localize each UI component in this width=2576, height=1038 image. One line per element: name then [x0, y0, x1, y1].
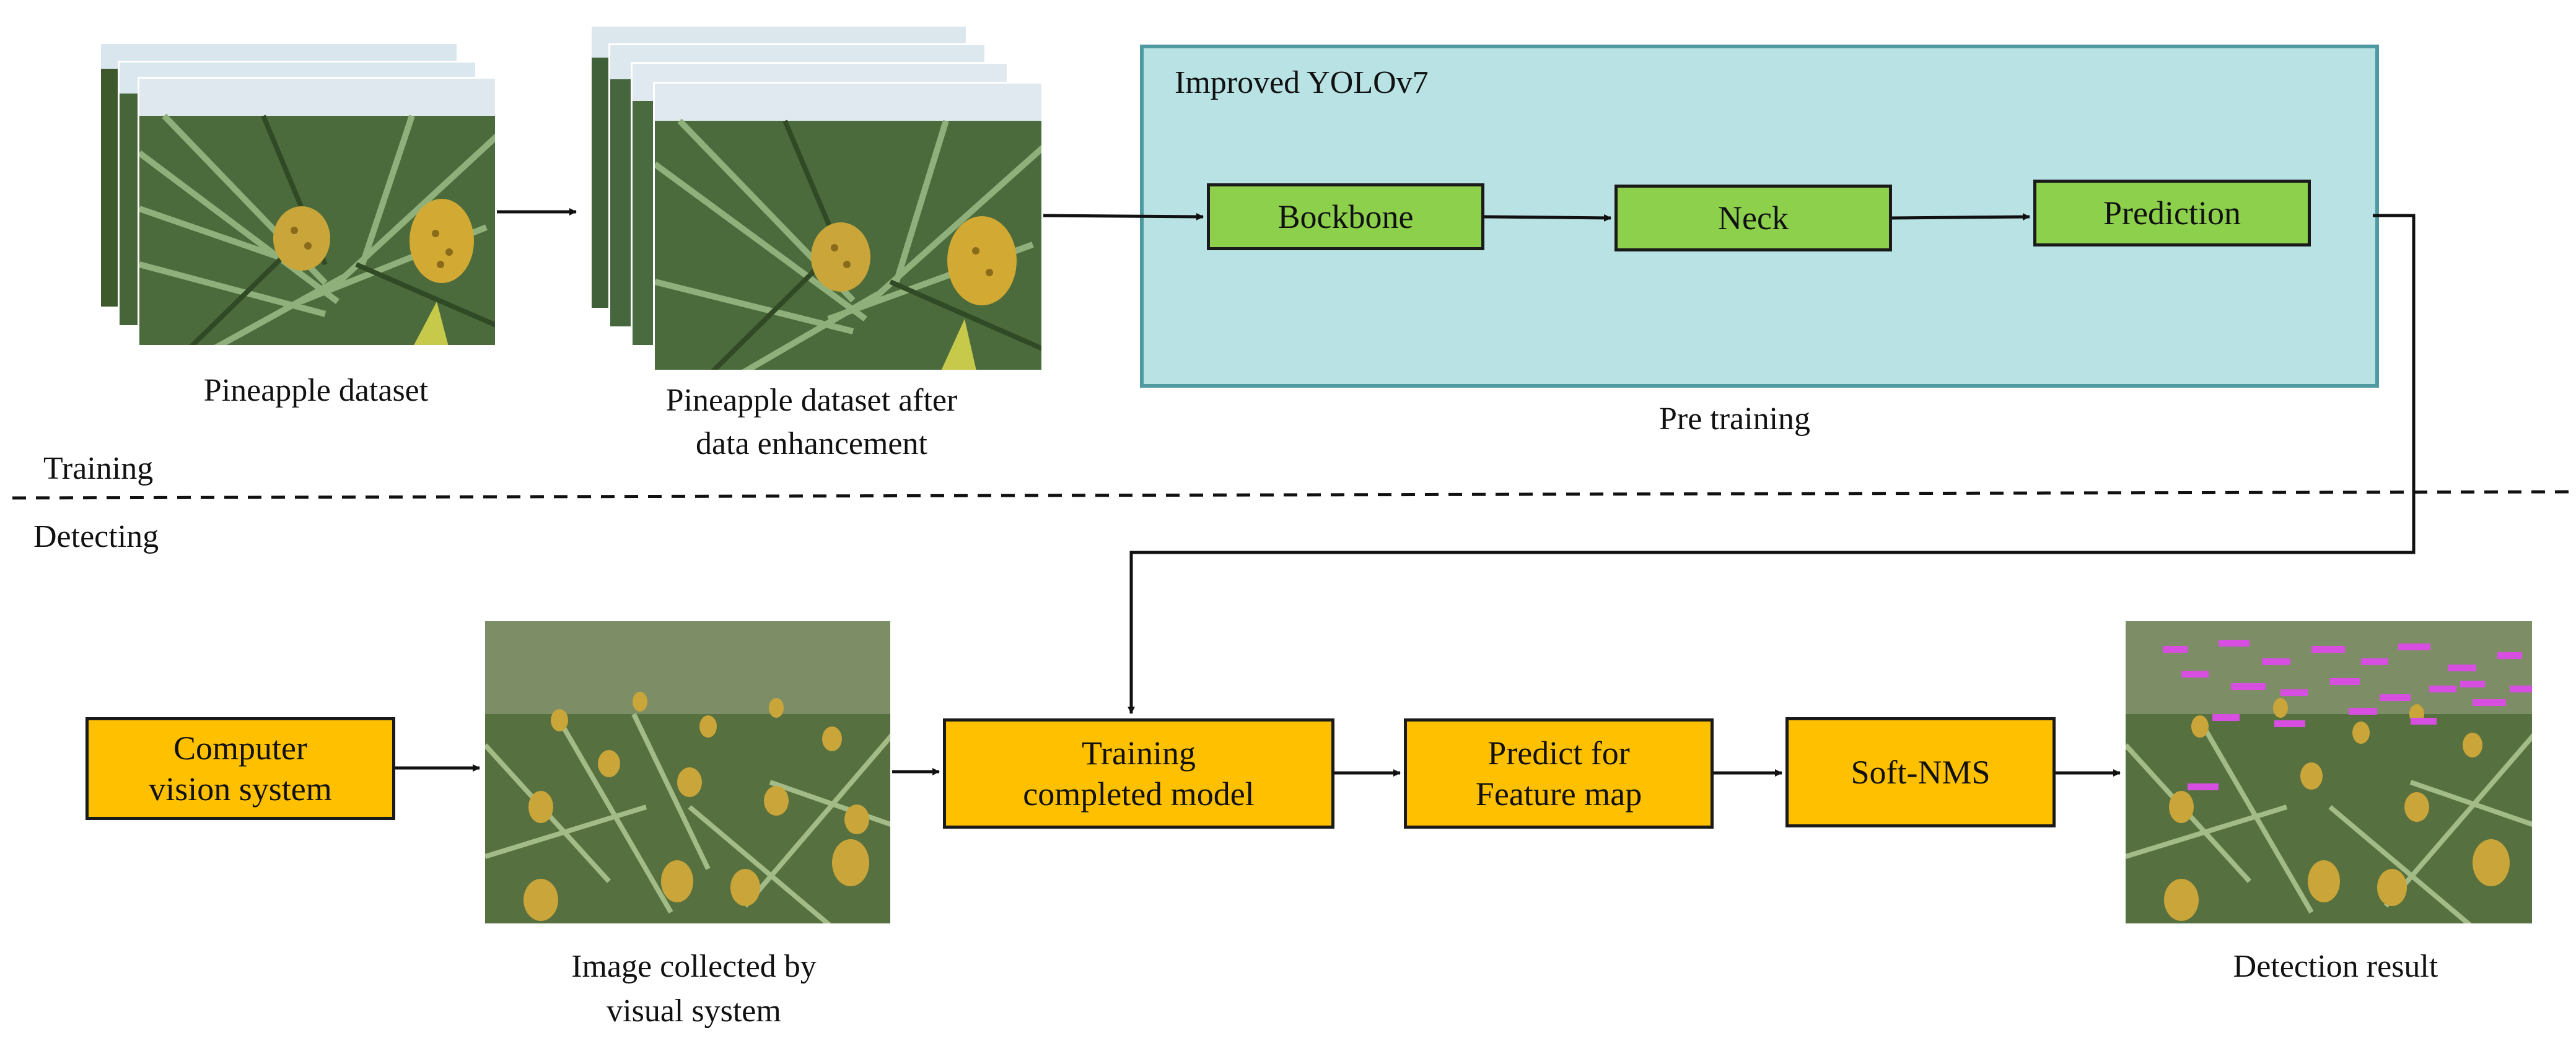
detection-result-photo [2124, 619, 2534, 925]
computer-vision-box: Computer vision system [85, 717, 395, 820]
arrow-backbone-to-neck [1484, 214, 1611, 222]
connector-prediction-to-model [1128, 214, 2416, 714]
predict-line1: Predict for [1487, 735, 1630, 772]
trained-model-box: Training completed model [943, 718, 1334, 829]
neck-box: Neck [1614, 185, 1892, 251]
predict-line2: Feature map [1475, 775, 1642, 813]
pretraining-caption: Pre training [1658, 401, 1811, 437]
model-line1: Training [1081, 735, 1196, 772]
soft-nms-box: Soft-NMS [1785, 717, 2056, 827]
dataset-caption: Pineapple dataset [203, 373, 429, 408]
model-line2: completed model [1023, 775, 1255, 813]
predict-feature-map-box: Predict for Feature map [1404, 718, 1714, 829]
pineapple-photo-front [138, 77, 497, 347]
panel-title: Improved YOLOv7 [1175, 65, 1429, 100]
cv-line1: Computer [173, 730, 307, 767]
enhanced-caption-line2: data enhancement [696, 426, 927, 461]
enhanced-photo-front [653, 82, 1043, 372]
arrow-neck-to-prediction [1891, 213, 2030, 221]
detection-result-caption: Detection result [2233, 949, 2438, 984]
enhanced-caption-line1: Pineapple dataset after [665, 383, 958, 418]
detecting-section-label: Detecting [33, 519, 159, 554]
collected-caption-line1: Image collected by [571, 949, 817, 984]
prediction-box: Prediction [2033, 180, 2311, 246]
cv-line2: vision system [149, 770, 332, 808]
arrow-enhanced-to-backbone [1043, 212, 1204, 220]
collected-field-photo [483, 619, 892, 925]
training-section-label: Training [43, 451, 154, 486]
collected-caption-line2: visual system [607, 993, 781, 1029]
training-detecting-divider [12, 490, 2572, 500]
backbone-box: Bockbone [1207, 183, 1484, 250]
